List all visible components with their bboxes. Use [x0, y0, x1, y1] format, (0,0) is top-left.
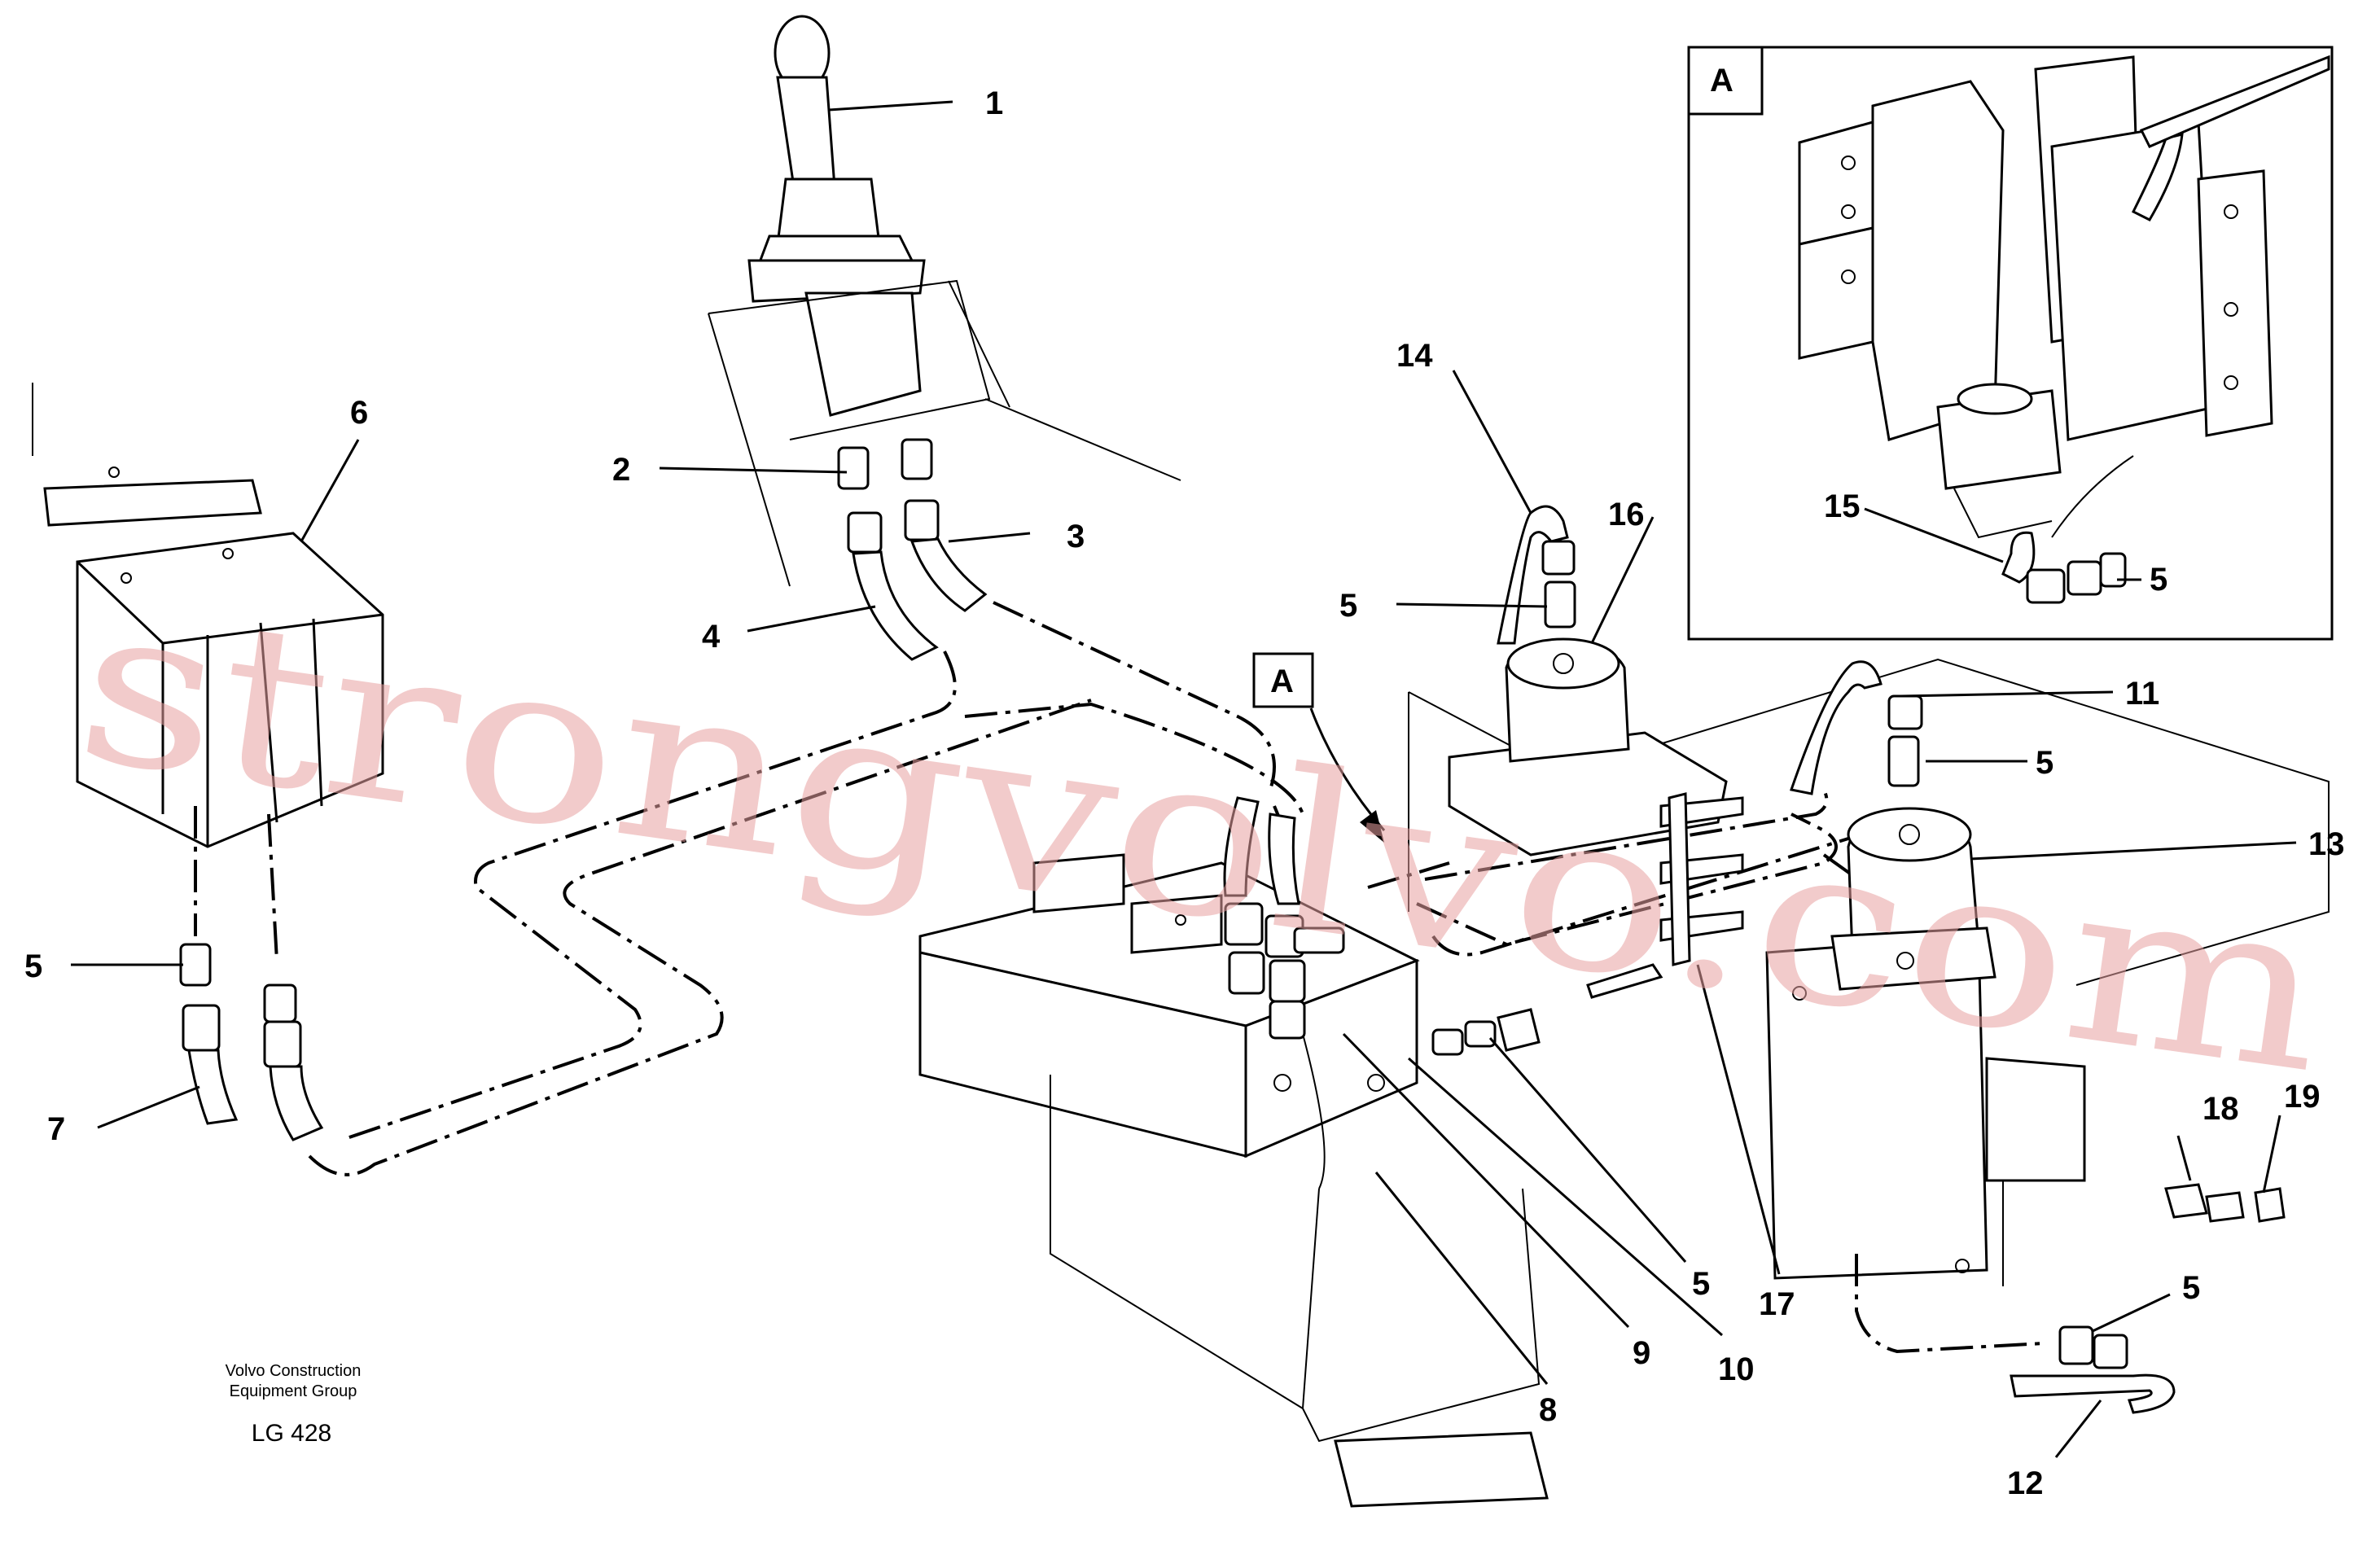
callout-2: 2: [612, 452, 630, 488]
callout-17: 17: [1759, 1286, 1795, 1322]
tubes-top: [1497, 505, 1923, 795]
callout-9: 9: [1633, 1335, 1650, 1371]
callout-15: 15: [1824, 488, 1861, 524]
left-hoses: [179, 806, 324, 1141]
callout-18: 18: [2202, 1091, 2239, 1127]
callout-5-mid: 5: [1339, 588, 1357, 624]
callout-12: 12: [2007, 1465, 2044, 1501]
callout-14: 14: [1396, 338, 1433, 374]
callout-5-left: 5: [24, 948, 42, 984]
view-marker-label: A: [1270, 664, 1294, 699]
callout-5-lower-right: 5: [2182, 1270, 2200, 1306]
callout-5-right-a: 5: [2036, 745, 2053, 781]
callout-5-center: 5: [1692, 1266, 1710, 1302]
callout-5-detail: 5: [2150, 562, 2167, 598]
detail-box-label: A: [1710, 63, 1733, 99]
callout-3: 3: [1067, 519, 1085, 554]
callout-1: 1: [985, 85, 1003, 121]
view-marker-a: [1252, 652, 1386, 843]
leader-lines: [71, 100, 2297, 1458]
callout-11: 11: [2125, 676, 2159, 712]
detail-view-a: [1687, 46, 2334, 641]
joystick-lever: [708, 15, 1181, 587]
detail-label-box: [1687, 46, 1764, 116]
drawing-id: LG 428: [252, 1420, 331, 1447]
callout-4: 4: [702, 619, 721, 655]
pipe-clamps: [1586, 792, 1744, 999]
right-valve-assembly: [1408, 637, 2330, 1286]
callout-6: 6: [350, 395, 368, 431]
joystick-fittings: [837, 438, 988, 661]
lower-right-hose: [1855, 1183, 2286, 1414]
central-fittings: [1223, 796, 1541, 1056]
callout-19: 19: [2284, 1079, 2321, 1115]
left-valve-block: [32, 383, 384, 848]
callout-8: 8: [1539, 1392, 1557, 1428]
callout-10: 10: [1718, 1351, 1755, 1387]
callout-16: 16: [1608, 497, 1645, 532]
drawing-caption: Volvo Construction Equipment Group LG 42…: [226, 1362, 362, 1447]
company-name-line1: Volvo Construction: [226, 1362, 362, 1380]
company-name-line2: Equipment Group: [230, 1382, 357, 1400]
callout-numbers: 1 2 3 4 6 5 7 8 9 10 5 17 11 5 13 14 16 …: [24, 63, 2345, 1501]
callout-13: 13: [2308, 826, 2345, 862]
callout-7: 7: [47, 1111, 65, 1147]
